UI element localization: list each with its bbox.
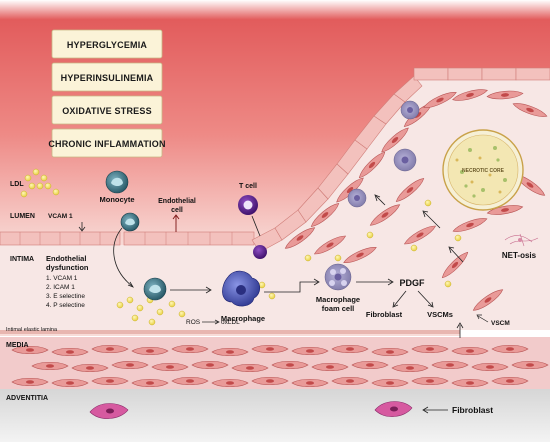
necrotic-core: NECROTIC CORE [442,129,524,211]
intima-region [0,70,550,330]
vcam-label: VCAM 1 [48,213,73,220]
macrophage-label: Macrophage [221,314,265,323]
media-label: MEDIA [6,342,29,349]
monocyte-adhering [120,212,140,232]
adventitia-label: ADVENTITIA [6,395,48,402]
plaque-foam-cells [347,100,420,208]
intima-label: INTIMA [10,256,34,263]
dysfunction-item-3: 3. E selectine [46,293,85,300]
risk-box-1 [51,29,163,59]
vscm-label: VSCM [491,320,510,327]
risk-factor-hyperinsulinemia: HYPERINSULINEMIA [61,73,154,83]
net-osis-icon [504,233,539,247]
t-cell-lumen [238,195,258,215]
dysfunction-item-4: 4. P selectine [46,302,85,309]
risk-box-3 [51,95,163,125]
pdgf-label: PDGF [399,278,425,288]
risk-factor-boxes: HYPERGLYCEMIA HYPERINSULINEMIA OXIDATIVE… [48,29,165,158]
monocyte-lumen [105,170,129,194]
dysfunction-item-2: 2. ICAM 1 [46,284,75,291]
vscms-label: VSCMs [427,310,453,319]
risk-factor-hyperglycemia: HYPERGLYCEMIA [67,40,148,50]
ros-label: ROS [186,319,201,326]
monocyte-label: Monocyte [99,195,134,204]
risk-factor-oxidative-stress: OXIDATIVE STRESS [62,106,152,116]
endothelial-dysfunction-label-2: dysfunction [46,263,89,272]
endothelial-layer [0,67,550,253]
macrophage-cell [222,270,261,307]
foam-cell-label-1: Macrophage [316,295,360,304]
risk-factor-chronic-inflammation: CHRONIC INFLAMMATION [48,139,165,149]
ldl-label: LDL [10,181,24,188]
endothelial-cell-label-2: cell [171,207,183,214]
intimal-elastic-lamina-label: Intimal elastic lamina [6,327,58,333]
net-osis-label: NET-osis [502,251,537,260]
adventitia-fibroblasts [89,401,413,419]
endothelial-cell-label-1: Endothelial [158,198,196,205]
risk-box-4 [51,128,163,158]
fibroblast-adventitia-label: Fibroblast [452,405,493,415]
endothelial-dysfunction-label-1: Endothelial [46,254,86,263]
oxldl-label: oxLDL [221,319,240,326]
fibroblast-intima-label: Fibroblast [366,310,403,319]
necrotic-core-label: NECROTIC CORE [462,168,505,174]
intimal-elastic-lamina-line [0,330,460,334]
lumen-label: LUMEN [10,213,35,220]
risk-box-2 [51,62,163,92]
t-cell-label: T cell [239,183,257,190]
monocyte-intima [143,277,167,301]
foam-cell-label-2: foam cell [322,304,355,313]
macrophage-foam-cell [324,263,352,291]
t-cell-intima [253,245,267,259]
dysfunction-item-1: 1. VCAM 1 [46,275,78,282]
adventitia-region [0,389,550,442]
